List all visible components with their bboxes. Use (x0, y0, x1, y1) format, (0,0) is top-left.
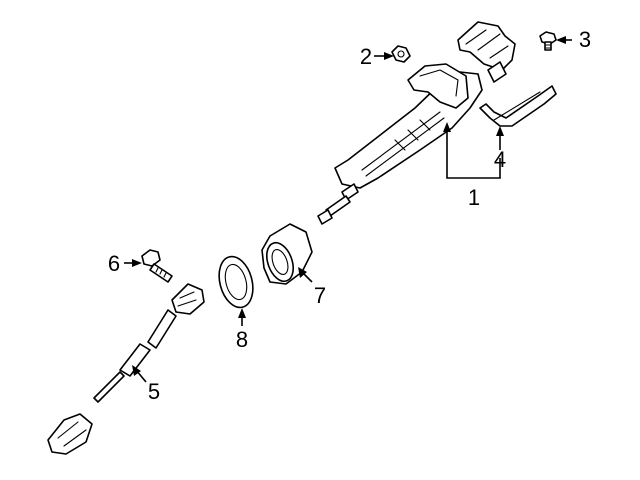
callout-7: 7 (313, 283, 327, 308)
callout-2: 2 (359, 44, 373, 69)
part-2-nut[interactable] (391, 45, 411, 63)
callout-3: 3 (578, 27, 592, 52)
leader-5 (132, 365, 147, 383)
callout-8: 8 (235, 327, 249, 352)
callout-4: 4 (493, 147, 507, 172)
part-5-intermediate-shaft[interactable] (47, 283, 205, 455)
callout-6: 6 (107, 251, 121, 276)
leader-6 (124, 259, 142, 267)
leader-1 (443, 122, 501, 179)
callout-5: 5 (147, 379, 161, 404)
leader-8 (238, 308, 246, 326)
part-6-bolt[interactable] (141, 249, 173, 283)
leader-3 (556, 36, 572, 44)
part-1-steering-column[interactable] (317, 21, 516, 225)
part-8-ring[interactable] (214, 253, 258, 312)
leader-2 (374, 52, 394, 60)
leader-7 (298, 267, 313, 283)
part-3-bolt[interactable] (539, 31, 557, 51)
leader-4 (496, 126, 504, 150)
part-4-tilt-lever[interactable] (479, 85, 557, 127)
part-7-boot[interactable] (261, 223, 313, 285)
callout-1: 1 (467, 185, 481, 210)
